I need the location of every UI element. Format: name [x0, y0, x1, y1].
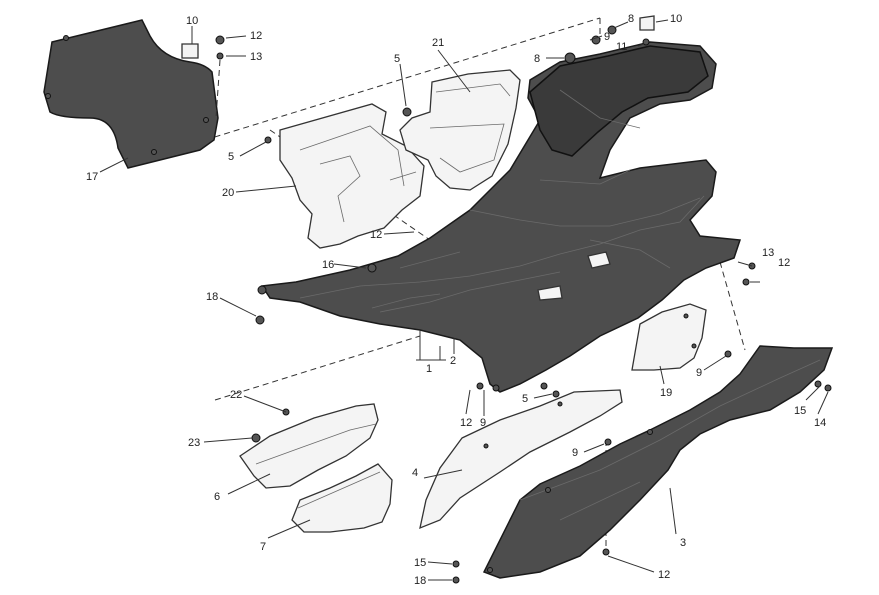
- callout-3: 3: [680, 537, 686, 549]
- screw-12-13-left: [215, 35, 225, 119]
- callout-12-bottom: 12: [658, 569, 670, 581]
- callout-18-left: 18: [206, 291, 218, 303]
- callout-21: 21: [432, 37, 444, 49]
- lower-panel-4: [419, 389, 623, 530]
- leader-lines: [99, 19, 829, 581]
- callout-12-topleft: 12: [250, 30, 262, 42]
- callout-12-right: 12: [778, 257, 790, 269]
- panel-6: [239, 403, 379, 489]
- callout-9-lower: 9: [480, 417, 486, 429]
- callout-22: 22: [230, 389, 242, 401]
- panel-17: [43, 19, 219, 169]
- panel-7: [291, 463, 393, 533]
- callout-12-lower: 12: [460, 417, 472, 429]
- callout-8-top: 8: [628, 13, 634, 25]
- callout-5-bottom: 5: [522, 393, 528, 405]
- callout-11: 11: [616, 41, 627, 53]
- callout-13-topleft: 13: [250, 51, 262, 63]
- main-frame-body: [257, 41, 742, 393]
- callout-2: 2: [450, 355, 456, 367]
- callout-12-mid: 12: [370, 229, 382, 241]
- callout-15-bottom: 15: [414, 557, 426, 569]
- callout-labels: 10 12 13 17 5 21 5 20 12 16 18 8 9 8 10 …: [86, 13, 826, 587]
- panel-20: [279, 103, 425, 249]
- callout-6: 6: [214, 491, 220, 503]
- callout-23: 23: [188, 437, 200, 449]
- callout-9-right: 9: [696, 367, 702, 379]
- callout-5-top: 5: [394, 53, 400, 65]
- callout-17: 17: [86, 171, 98, 183]
- callout-7: 7: [260, 541, 266, 553]
- callout-14: 14: [814, 417, 826, 429]
- callout-9-top: 9: [604, 31, 610, 43]
- callout-10-left: 10: [186, 15, 198, 27]
- callout-8-mid: 8: [534, 53, 540, 65]
- panel-21: [399, 69, 521, 191]
- callout-1: 1: [426, 363, 432, 375]
- callout-9-panel: 9: [572, 447, 578, 459]
- callout-10-right: 10: [670, 13, 682, 25]
- bracket-19: [631, 303, 707, 371]
- callout-16: 16: [322, 259, 334, 271]
- callout-15-right: 15: [794, 405, 806, 417]
- callout-13-right: 13: [762, 247, 774, 259]
- lower-panel-3: [482, 345, 834, 579]
- nut-10-left: [181, 43, 199, 59]
- callout-18-bottom: 18: [414, 575, 426, 587]
- callout-4: 4: [412, 467, 418, 479]
- callout-19: 19: [660, 387, 672, 399]
- callout-20: 20: [222, 187, 234, 199]
- callout-5-left: 5: [228, 151, 234, 163]
